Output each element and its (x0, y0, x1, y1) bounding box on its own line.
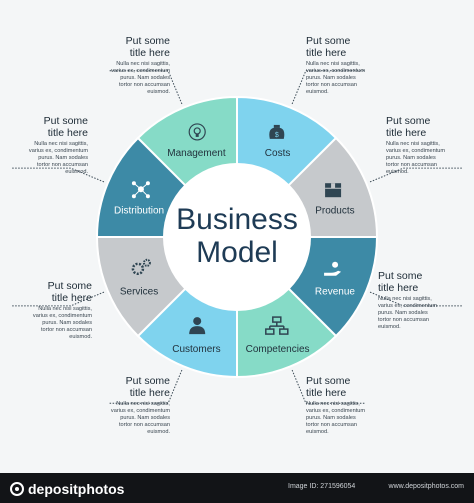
segment-label: Services (120, 287, 158, 298)
callout-title: Put some title here (306, 375, 351, 399)
brand-name: depositphotos (28, 481, 125, 497)
callout-services: Put some title here Nulla nec nisi sagit… (0, 280, 92, 341)
title-line-1: Business (176, 203, 298, 236)
brand-logo[interactable]: depositphotos (10, 481, 124, 497)
callout-body: Nulla nec nisi sagittis, varius ex, cond… (32, 306, 92, 340)
callout-products: Put some title here Nulla nec nisi sagit… (386, 115, 474, 176)
callout-competencies: Put some title here Nulla nec nisi sagit… (306, 375, 426, 436)
callout-body: Nulla nec nisi sagittis, varius ex, cond… (110, 401, 170, 435)
callout-customers: Put some title here Nulla nec nisi sagit… (50, 375, 170, 436)
title-line-2: Model (196, 236, 278, 269)
callout-body: Nulla nec nisi sagittis, varius ex, cond… (306, 401, 366, 435)
connector-line (10, 291, 105, 307)
box-icon (325, 183, 342, 198)
callout-title: Put some title here (47, 280, 92, 304)
footer-bar: depositphotos Image ID: 271596054 www.de… (0, 473, 474, 503)
segment-label: Distribution (114, 205, 164, 216)
connector-line (369, 291, 464, 307)
callout-title: Put some title here (306, 35, 351, 59)
callout-body: Nulla nec nisi sagittis, varius ex, cond… (110, 61, 170, 95)
connector-line (291, 369, 366, 404)
segment-label: Management (167, 148, 226, 159)
callout-distribution: Put some title here Nulla nec nisi sagit… (0, 115, 88, 176)
person-icon (189, 317, 206, 335)
money-bag-icon: $ (269, 124, 285, 139)
logo-icon (10, 482, 24, 496)
callout-title: Put some title here (386, 115, 431, 139)
svg-text:$: $ (275, 132, 279, 139)
connector-line (108, 369, 183, 404)
site-url[interactable]: www.depositphotos.com (388, 483, 464, 490)
callout-body: Nulla nec nisi sagittis, varius ex, cond… (386, 141, 446, 175)
image-id: Image ID: 271596054 (288, 483, 356, 490)
callout-title: Put some title here (43, 115, 88, 139)
center-circle (163, 163, 311, 311)
segment-label: Customers (172, 344, 220, 355)
callout-costs: Put some title here Nulla nec nisi sagit… (306, 35, 426, 96)
segment-label: Competencies (246, 344, 310, 355)
gears-icon (131, 258, 151, 276)
org-chart-icon (265, 316, 289, 335)
callout-title: Put some title here (125, 375, 170, 399)
lightbulb-icon (188, 123, 206, 141)
segment-label: Costs (265, 148, 291, 159)
connector-line (10, 167, 105, 183)
connector-line (291, 70, 366, 105)
hand-coin-icon (324, 261, 342, 276)
segment-label: Revenue (315, 287, 355, 298)
callout-management: Put some title here Nulla nec nisi sagit… (50, 35, 170, 96)
callout-body: Nulla nec nisi sagittis, varius ex, cond… (306, 61, 366, 95)
connector-line (108, 70, 183, 105)
callout-body: Nulla nec nisi sagittis, varius ex, cond… (378, 296, 438, 330)
callout-title: Put some title here (125, 35, 170, 59)
connector-line (369, 167, 464, 183)
callout-body: Nulla nec nisi sagittis, varius ex, cond… (28, 141, 88, 175)
callout-title: Put some title here (378, 270, 423, 294)
network-icon (131, 181, 150, 199)
callout-revenue: Put some title here Nulla nec nisi sagit… (378, 270, 474, 331)
segment-label: Products (315, 205, 354, 216)
